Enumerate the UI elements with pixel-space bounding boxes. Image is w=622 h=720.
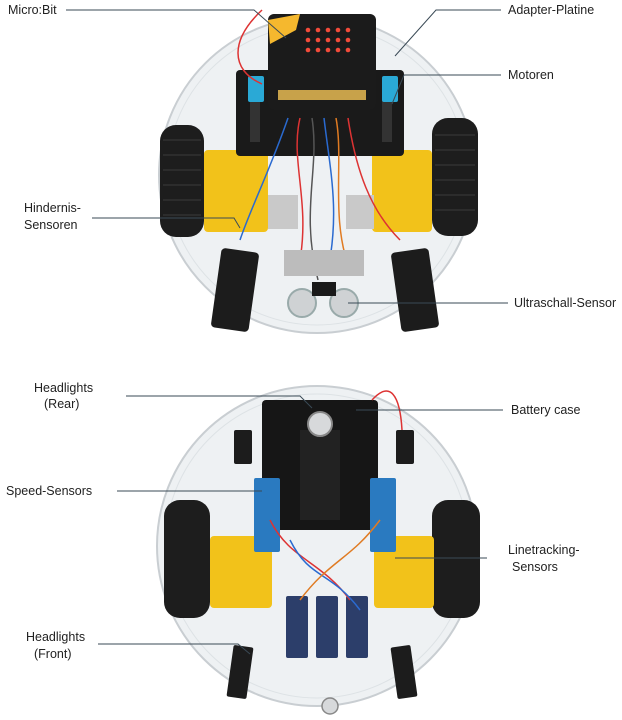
bottom-right-motor [374, 536, 434, 608]
bottom-caster-ball [307, 411, 333, 437]
label-headlights-front-line1: Headlights [26, 630, 86, 644]
top-obstacle-sensor-left [211, 248, 259, 332]
leader-motoren [391, 74, 501, 105]
label-adapter-platine: Adapter-Platine [508, 3, 595, 17]
bottom-rear-headlight-right [396, 430, 414, 464]
label-ultraschall-sensor: Ultraschall-Sensor [514, 296, 617, 310]
top-connector-right [382, 76, 398, 102]
top-left-motor [204, 150, 268, 232]
bottom-linetracker-3 [346, 596, 368, 658]
top-connector-left [248, 76, 264, 102]
leader-adapter [394, 9, 501, 57]
label-headlights-rear-line2: (Rear) [44, 397, 80, 411]
bottom-right-wheel [432, 500, 480, 618]
label-speed-sensors: Speed-Sensors [6, 484, 93, 498]
top-right-motor [372, 150, 432, 232]
bottom-left-motor [210, 536, 272, 608]
bottom-left-wheel [164, 500, 210, 618]
bottom-front-headlight-left [226, 645, 254, 699]
label-motoren: Motoren [508, 68, 554, 82]
label-hindernis-line1: Hindernis- [24, 201, 81, 215]
label-microbit: Micro:Bit [8, 3, 57, 17]
label-battery-case: Battery case [511, 403, 581, 417]
top-left-wheel [160, 125, 204, 237]
bottom-speed-sensor-right [370, 478, 396, 552]
top-right-wheel [432, 118, 478, 236]
leader-hindernis [92, 217, 241, 229]
leader-headlights-rear [126, 395, 313, 409]
bottom-linetracker-2 [316, 596, 338, 658]
top-ultrasonic-left-eye [287, 288, 317, 318]
bottom-rear-headlight-left [234, 430, 252, 464]
label-hindernis-line2: Sensoren [24, 218, 78, 232]
top-obstacle-sensor-right [391, 248, 439, 332]
bottom-front-headlight-right [390, 645, 418, 699]
leader-headlights-front [98, 643, 251, 655]
leader-microbit [66, 9, 287, 39]
label-linetracking-line2: Sensors [512, 560, 558, 574]
bottom-linetracker-1 [286, 596, 308, 658]
bottom-speed-sensor-left [254, 478, 280, 552]
label-linetracking-line1: Linetracking- [508, 543, 580, 557]
label-headlights-front-line2: (Front) [34, 647, 72, 661]
label-headlights-rear-line1: Headlights [34, 381, 94, 395]
top-view-robot [158, 9, 478, 334]
bottom-view-robot [156, 385, 480, 715]
leader-lines [66, 9, 508, 655]
